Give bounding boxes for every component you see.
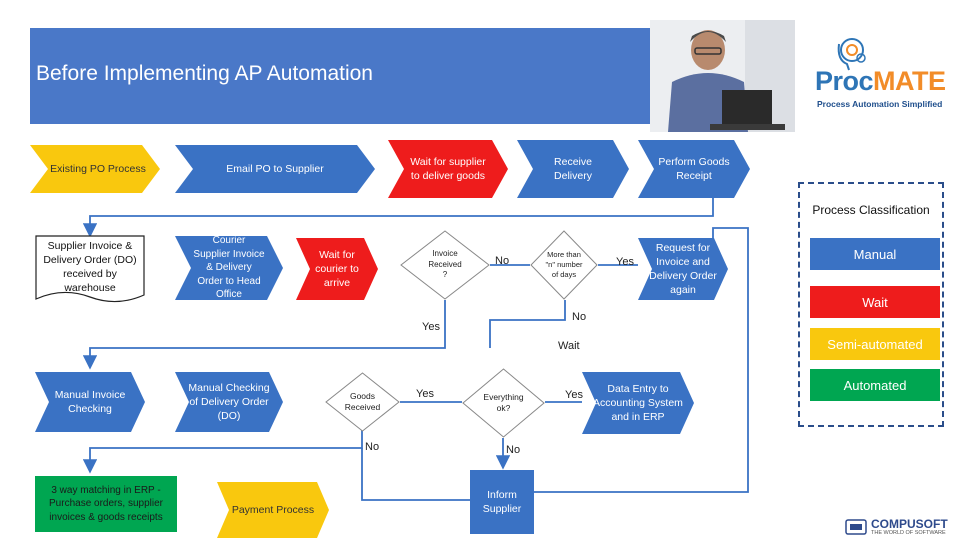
courier-invoice-node: Courier Supplier Invoice & Delivery Orde…	[175, 235, 283, 301]
procmate-logo: ProcMATE Process Automation Simplified	[815, 36, 946, 116]
page-title: Before Implementing AP Automation	[36, 62, 373, 85]
payment-process-label: Payment Process	[231, 503, 315, 516]
header-banner	[30, 28, 650, 124]
chevron-shape	[175, 236, 283, 300]
inform-supplier-label: Inform Supplier	[482, 488, 522, 515]
procmate-wordmark: ProcMATE	[815, 66, 946, 97]
procmate-logo-mark	[837, 38, 866, 71]
data-entry-erp-label: Data Entry to Accounting System and in E…	[593, 382, 683, 424]
goods-received-decision: Goods Received	[325, 372, 400, 432]
inform-supplier-node: Inform Supplier	[470, 470, 534, 534]
supplier-invoice-received-label: Supplier Invoice & Delivery Order (DO) r…	[43, 239, 137, 295]
request-invoice-again-label: Request for Invoice and Delivery Order a…	[649, 241, 717, 297]
legend-item-manual: Manual	[810, 238, 940, 270]
invoice-received-label: Invoice Received ?	[428, 248, 462, 280]
goods-received-label: Goods Received	[344, 390, 381, 412]
more-than-n-days-label: More than "n" number of days	[545, 249, 583, 280]
three-way-matching-node: 3 way matching in ERP - Purchase orders,…	[35, 476, 177, 532]
legend-title: Process Classification	[800, 203, 942, 217]
chevron-shape	[470, 470, 534, 534]
chevron-shape	[35, 372, 145, 432]
compusoft-tagline: THE WORLD OF SOFTWARE	[871, 530, 946, 536]
process-classification-legend	[798, 182, 944, 427]
chevron-shape	[517, 140, 629, 198]
edge-label-yes-everything: Yes	[565, 389, 583, 401]
edge-label-no-goods: No	[365, 441, 380, 453]
perform-goods-receipt-label: Perform Goods Receipt	[658, 155, 730, 182]
document-shape	[35, 235, 145, 303]
chevron-shape	[175, 372, 283, 432]
compusoft-logo-icon	[845, 519, 867, 535]
receive-delivery-node: Receive Delivery	[517, 140, 629, 198]
legend-item-wait: Wait	[810, 286, 940, 318]
chevron-shape	[638, 140, 750, 198]
chevron-shape	[638, 238, 728, 300]
manual-checking-do-label: Manual Checking of Delivery Order (DO)	[188, 381, 270, 423]
three-way-matching-label: 3 way matching in ERP - Purchase orders,…	[49, 484, 163, 523]
legend-item-automated: Automated	[810, 369, 940, 401]
diamond-shape	[462, 368, 545, 438]
diamond-shape	[530, 230, 598, 300]
diamond-shape	[325, 372, 400, 432]
edge-label-yes-goods: Yes	[416, 388, 434, 400]
edge-label-no-everything: No	[506, 444, 521, 456]
manual-checking-do-node: Manual Checking of Delivery Order (DO)	[175, 372, 283, 432]
data-entry-erp-node: Data Entry to Accounting System and in E…	[582, 372, 694, 434]
wait-courier-label: Wait for courier to arrive	[315, 248, 359, 290]
edge-label-wait: Wait	[558, 340, 580, 352]
wait-supplier-label: Wait for supplier to deliver goods	[410, 155, 486, 182]
receive-delivery-label: Receive Delivery	[554, 155, 592, 182]
edge-label-yes-more-days: Yes	[616, 256, 634, 268]
legend-item-semi-automated: Semi-automated	[810, 328, 940, 360]
supplier-invoice-received-node: Supplier Invoice & Delivery Order (DO) r…	[35, 235, 145, 305]
edge-label-no-invoice: No	[495, 255, 510, 267]
everything-ok-decision: Everything ok?	[462, 368, 545, 438]
edge-label-no-more-days: No	[572, 311, 587, 323]
email-po-label: Email PO to Supplier	[226, 162, 324, 175]
chevron-shape	[582, 372, 694, 434]
everything-ok-label: Everything ok?	[483, 391, 524, 413]
person-illustration	[650, 20, 795, 132]
chevron-shape	[388, 140, 508, 198]
email-po-node: Email PO to Supplier	[175, 145, 375, 193]
existing-po-process-node: Existing PO Process	[30, 145, 160, 193]
chevron-shape	[35, 476, 177, 532]
perform-goods-receipt-node: Perform Goods Receipt	[638, 140, 750, 198]
payment-process-node: Payment Process	[217, 482, 329, 538]
edge-label-yes-invoice: Yes	[422, 321, 440, 333]
procmate-wordmark-mate: MATE	[873, 66, 946, 96]
chevron-shape	[175, 145, 375, 193]
compusoft-wordmark: COMPUSOFT	[871, 517, 948, 531]
wait-courier-node: Wait for courier to arrive	[296, 238, 378, 300]
compusoft-logo: COMPUSOFT THE WORLD OF SOFTWARE	[845, 516, 955, 538]
pentagon-shape	[30, 145, 160, 193]
diamond-shape	[400, 230, 490, 300]
request-invoice-again-node: Request for Invoice and Delivery Order a…	[638, 238, 728, 300]
chevron-shape	[296, 238, 378, 300]
wait-supplier-node: Wait for supplier to deliver goods	[388, 140, 508, 198]
procmate-tagline: Process Automation Simplified	[817, 99, 943, 109]
manual-invoice-checking-node: Manual Invoice Checking	[35, 372, 145, 432]
invoice-received-decision: Invoice Received ?	[400, 230, 490, 300]
more-than-n-days-decision: More than "n" number of days	[530, 230, 598, 300]
manual-invoice-checking-label: Manual Invoice Checking	[54, 388, 126, 415]
chevron-shape	[217, 482, 329, 538]
courier-invoice-label: Courier Supplier Invoice & Delivery Orde…	[193, 235, 265, 301]
procmate-wordmark-proc: Proc	[815, 66, 874, 96]
existing-po-process-label: Existing PO Process	[50, 162, 146, 175]
person-at-laptop-image	[650, 20, 795, 132]
